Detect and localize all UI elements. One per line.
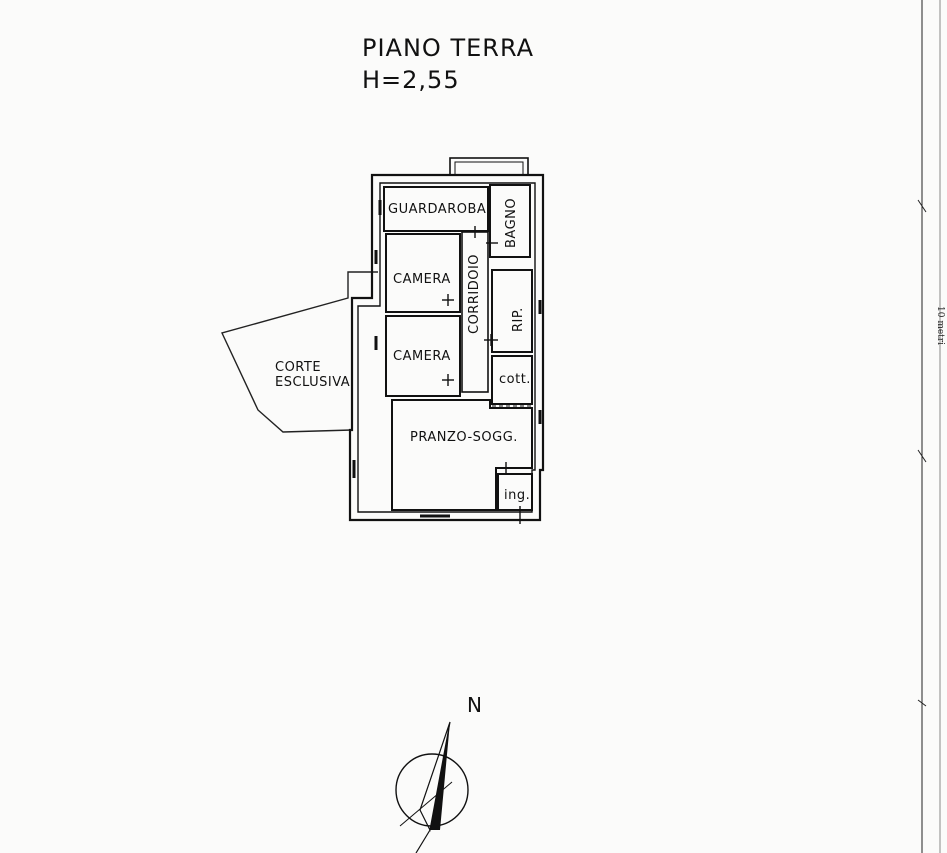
label-cottura: cott. [499,372,531,387]
room-ingresso [497,473,533,511]
room-ripostiglio [491,269,533,353]
label-camera-1: CAMERA [393,272,451,287]
label-corte-line2: ESCLUSIVA [275,375,351,390]
label-ingresso: ing. [504,488,531,503]
label-pranzo: PRANZO-SOGG. [410,430,518,445]
scale-bar [917,0,941,853]
label-corridoio: CORRIDOIO [467,253,482,334]
room-guardaroba [383,186,489,232]
room-camera-2 [385,315,461,397]
room-camera-1 [385,233,461,313]
outer-wall [348,173,545,522]
north-arrow-icon [395,721,469,853]
room-cottura [491,355,533,405]
label-guardaroba: GUARDAROBA [388,202,487,217]
label-ripostiglio: RIP. [511,307,526,332]
north-letter: N [467,693,482,717]
floor-name: PIANO TERRA [362,34,535,62]
outer-wall-inner [357,182,536,513]
label-corte-line1: CORTE [275,360,322,375]
balcony-inner [454,161,524,176]
window-marks [352,200,542,518]
ceiling-height: H=2,55 [362,66,460,94]
room-pranzo [391,399,533,511]
courtyard-outline [221,271,378,433]
room-bagno [489,184,531,258]
scale-label: 10 metri [935,306,945,345]
label-bagno: BAGNO [504,197,519,248]
label-camera-2: CAMERA [393,349,451,364]
balcony [449,157,529,176]
door-marks [442,226,521,524]
